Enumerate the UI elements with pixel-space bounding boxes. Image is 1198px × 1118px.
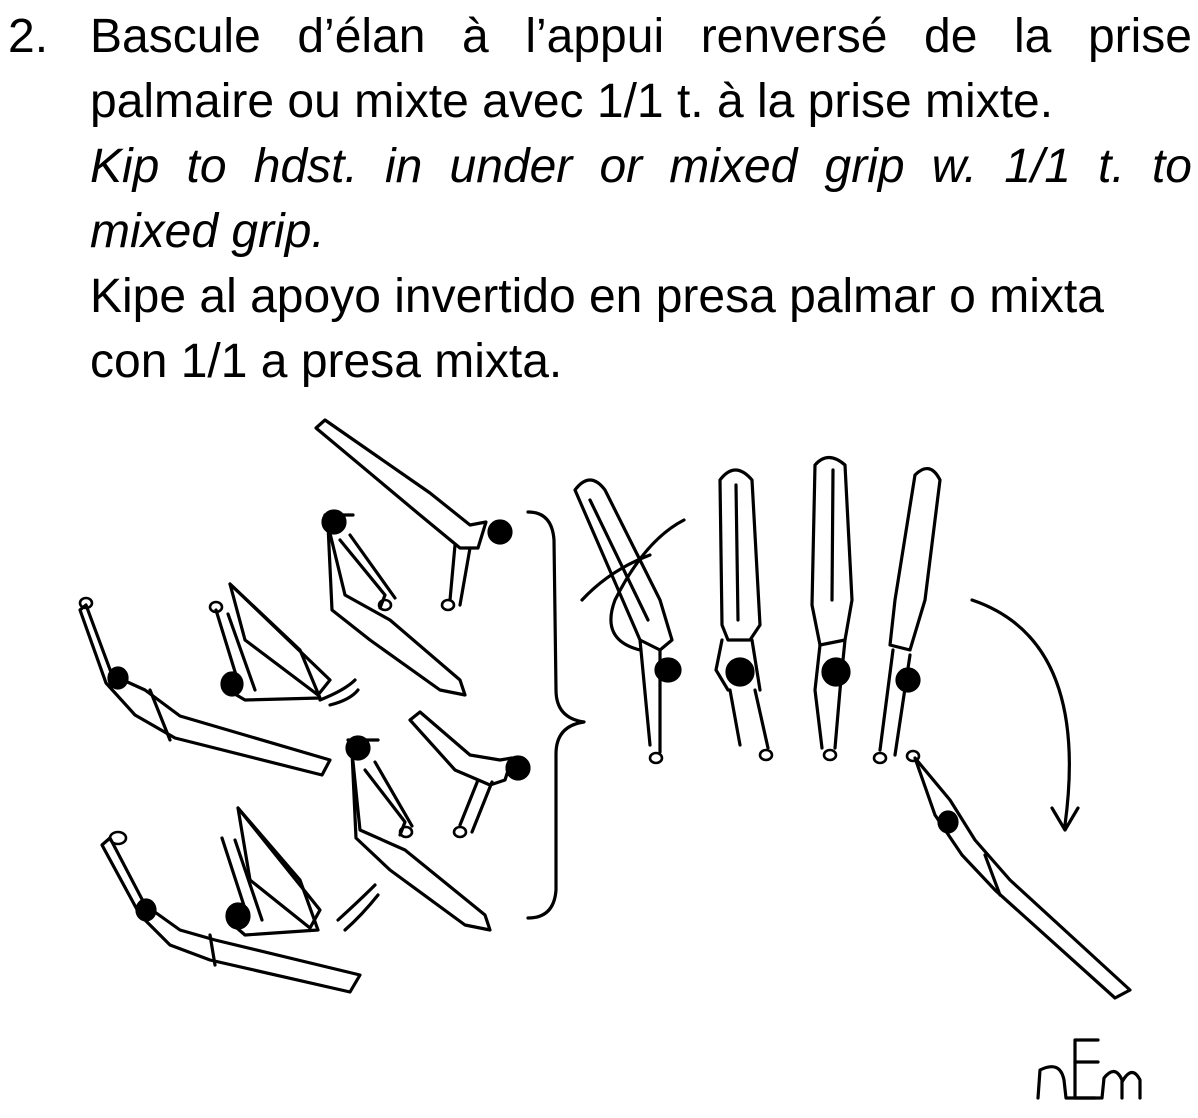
figure-handstand-front xyxy=(716,470,772,760)
figure-rising-to-handstand xyxy=(575,480,684,763)
figure-upper-extended-swing xyxy=(80,598,330,775)
rotation-arrow xyxy=(972,600,1078,830)
artist-signature xyxy=(1038,1040,1140,1098)
figure-lower-support xyxy=(410,712,529,837)
grouping-brace xyxy=(528,512,584,918)
figure-handstand-turned xyxy=(874,469,940,763)
figure-upper-pike xyxy=(210,584,358,705)
figure-falling-forward xyxy=(907,751,1130,998)
figure-lower-glide-back xyxy=(347,737,490,930)
figure-handstand-side xyxy=(812,458,852,761)
